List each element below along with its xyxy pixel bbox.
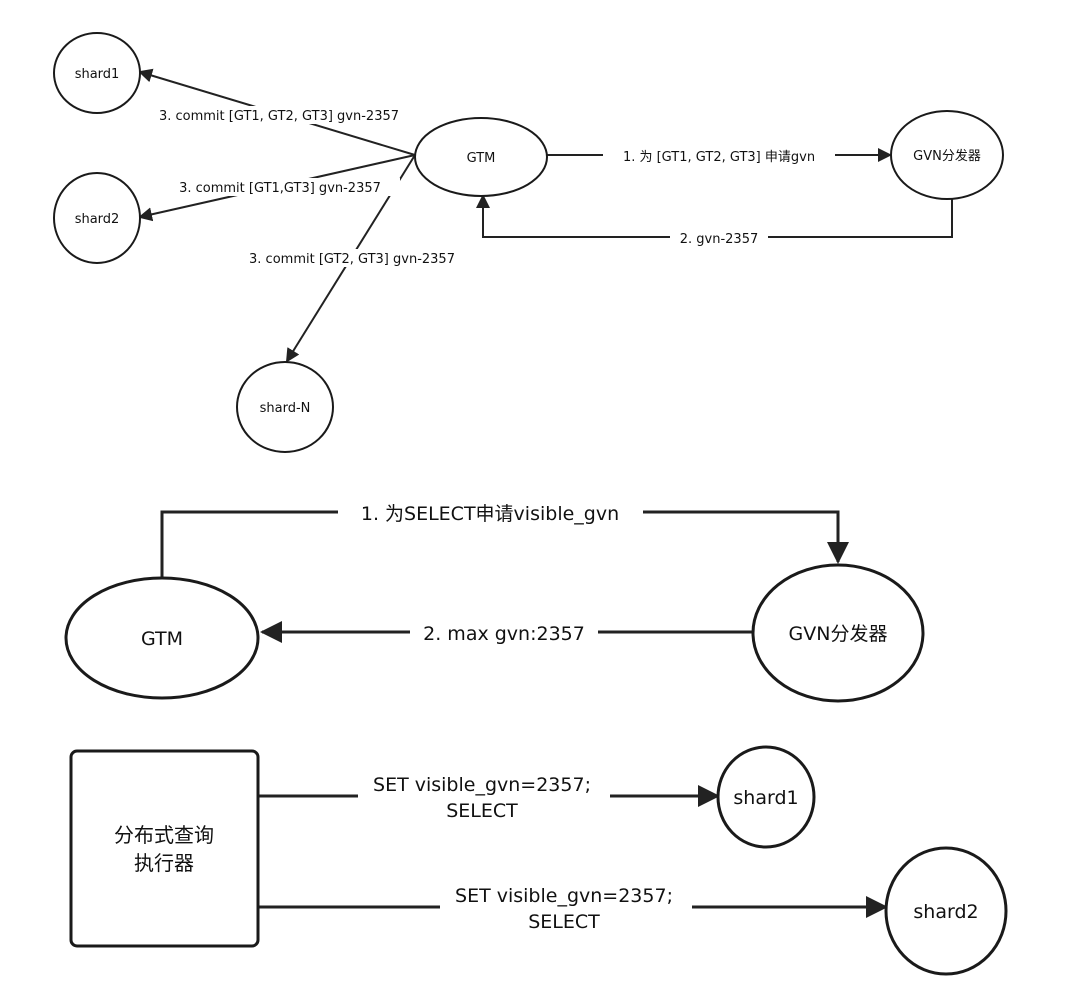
request-visible-gvn-label: 1. 为SELECT申请visible_gvn bbox=[361, 503, 619, 525]
gvn-node bbox=[890, 110, 1004, 200]
shardN-node bbox=[236, 361, 334, 453]
shard2-node bbox=[53, 172, 141, 264]
commit-shard1-label: 3. commit [GT1, GT2, GT3] gvn-2357 bbox=[159, 109, 399, 124]
gtm-node bbox=[414, 117, 548, 197]
commit-shardN-label: 3. commit [GT2, GT3] gvn-2357 bbox=[249, 252, 455, 267]
commit-shard2-label: 3. commit [GT1,GT3] gvn-2357 bbox=[179, 181, 381, 196]
diagram-1: shard1 shard2 shard-N GTM GVN分发器 3. comm… bbox=[53, 32, 1004, 453]
gvn-node-2 bbox=[751, 563, 925, 703]
set-gvn-shard2-line1: SET visible_gvn=2357; bbox=[455, 885, 673, 907]
reply-gvn-label: 2. gvn-2357 bbox=[680, 232, 759, 247]
set-gvn-shard1-line2: SELECT bbox=[446, 800, 518, 822]
request-gvn-label: 1. 为 [GT1, GT2, GT3] 申请gvn bbox=[623, 150, 815, 165]
gvn-label-2: GVN分发器 bbox=[789, 623, 888, 645]
executor-box bbox=[69, 749, 260, 948]
diagram-2: GTM GVN分发器 1. 为SELECT申请visible_gvn 2. ma… bbox=[64, 500, 925, 703]
shard1-node-3 bbox=[716, 745, 816, 849]
set-gvn-shard1-line1: SET visible_gvn=2357; bbox=[373, 774, 591, 796]
gvn-label: GVN分发器 bbox=[913, 148, 981, 164]
gtm-label: GTM bbox=[467, 151, 496, 166]
executor-label-line2: 执行器 bbox=[134, 851, 194, 875]
gtm-label-2: GTM bbox=[141, 628, 183, 650]
shard1-node bbox=[53, 32, 141, 114]
shard2-label-3: shard2 bbox=[913, 901, 978, 923]
diagram-3: 分布式查询 执行器 shard1 shard2 SET visible_gvn=… bbox=[69, 745, 1008, 976]
set-gvn-shard2-line2: SELECT bbox=[528, 911, 600, 933]
shard1-label-3: shard1 bbox=[733, 787, 798, 809]
shard2-node-3 bbox=[884, 846, 1008, 976]
reply-max-gvn-label: 2. max gvn:2357 bbox=[423, 623, 585, 645]
shard1-label: shard1 bbox=[75, 67, 120, 82]
gtm-node-2 bbox=[64, 576, 260, 700]
executor-label-line1: 分布式查询 bbox=[114, 823, 214, 847]
shard2-label: shard2 bbox=[75, 212, 120, 227]
shardN-label: shard-N bbox=[260, 401, 311, 416]
